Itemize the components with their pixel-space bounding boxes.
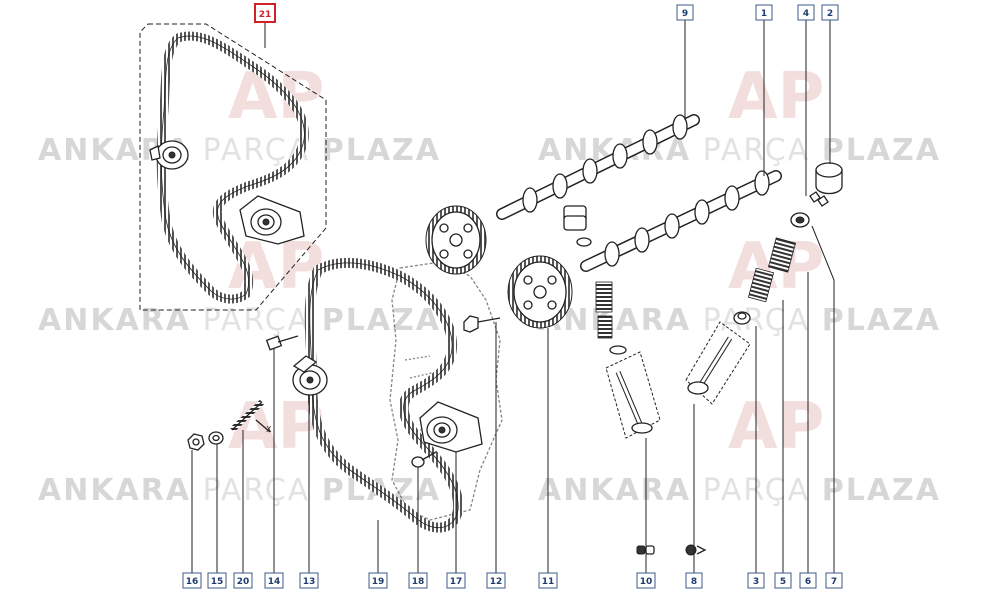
svg-text:19: 19: [372, 577, 385, 587]
svg-text:12: 12: [490, 577, 503, 587]
valve-collets: [809, 191, 829, 207]
part-label-19[interactable]: 19: [368, 572, 388, 589]
svg-text:1: 1: [761, 9, 767, 19]
dimension-x-label: X: [266, 425, 272, 434]
part-label-10[interactable]: 10: [636, 572, 656, 589]
idler-bolt: [411, 451, 437, 468]
part-label-18[interactable]: 18: [408, 572, 428, 589]
timing-belt-outline: [309, 262, 459, 529]
svg-text:16: 16: [186, 577, 199, 587]
leader-lines: [191, 20, 835, 573]
valve-stem-seal: [733, 311, 751, 325]
part-label-11[interactable]: 11: [538, 572, 558, 589]
svg-text:10: 10: [640, 577, 653, 587]
svg-text:2: 2: [827, 9, 833, 19]
nut: [187, 433, 205, 451]
svg-text:14: 14: [268, 577, 281, 587]
watermark-logo-text: AP: [228, 60, 324, 134]
svg-text:17: 17: [450, 577, 463, 587]
part-label-1[interactable]: 1: [755, 4, 773, 21]
part-label-17[interactable]: 17: [446, 572, 466, 589]
collet-symbol-8: [685, 544, 707, 556]
camshaft-sprocket: [507, 255, 573, 329]
part-label-6[interactable]: 6: [799, 572, 817, 589]
part-label-21[interactable]: 21: [254, 3, 276, 23]
svg-text:11: 11: [542, 577, 555, 587]
intake-valve-group: [685, 321, 751, 405]
part-label-4[interactable]: 4: [797, 4, 815, 21]
kit-idler-pulley: [239, 195, 305, 245]
svg-text:15: 15: [211, 577, 224, 587]
tensioner-pulley: [292, 355, 328, 396]
watermark-logo-text: AP: [728, 60, 824, 134]
svg-text:13: 13: [303, 577, 316, 587]
kit-tensioner-pulley: [149, 140, 189, 170]
watermark-text: ANKARA PARÇA PLAZA: [38, 473, 441, 508]
part-label-20[interactable]: 20: [233, 572, 253, 589]
timing-kit-outline: [139, 23, 327, 311]
watermark-text: ANKARA PARÇA PLAZA: [538, 473, 941, 508]
collet-symbol-10: [636, 545, 655, 555]
svg-text:21: 21: [259, 10, 272, 20]
spring-retainer: [790, 212, 810, 228]
watermark-logo-text: AP: [728, 390, 824, 464]
svg-text:6: 6: [805, 577, 811, 587]
outer-valve-spring: [767, 237, 797, 273]
washer: [208, 431, 224, 445]
svg-text:3: 3: [753, 577, 759, 587]
svg-text:20: 20: [237, 577, 250, 587]
idler-pulley: [419, 401, 483, 453]
upper-camshaft-sprocket: [425, 205, 487, 275]
part-label-15[interactable]: 15: [207, 572, 227, 589]
kit-belt-outline: [160, 35, 305, 300]
watermark-text: ANKARA PARÇA PLAZA: [38, 303, 441, 338]
part-label-13[interactable]: 13: [299, 572, 319, 589]
sprocket-bolt: [463, 315, 501, 333]
svg-text:4: 4: [803, 9, 809, 19]
intake-camshaft: [580, 170, 782, 272]
valve-spring-stack: [595, 281, 627, 355]
tensioner-bolt: [265, 335, 299, 351]
svg-text:8: 8: [691, 577, 697, 587]
part-label-7[interactable]: 7: [825, 572, 843, 589]
part-label-14[interactable]: 14: [264, 572, 284, 589]
part-label-8[interactable]: 8: [685, 572, 703, 589]
exhaust-valve-group: [605, 351, 661, 439]
svg-text:7: 7: [831, 577, 837, 587]
part-label-5[interactable]: 5: [774, 572, 792, 589]
hydraulic-tappet: [563, 205, 592, 247]
inner-valve-spring: [747, 267, 775, 303]
exhaust-camshaft: [496, 114, 700, 220]
watermark-text: ANKARA PARÇA PLAZA: [38, 133, 441, 168]
svg-text:5: 5: [780, 577, 786, 587]
svg-text:18: 18: [412, 577, 425, 587]
part-label-3[interactable]: 3: [747, 572, 765, 589]
watermark-group: AP AP AP AP AP AP ANKARA PARÇA PLAZA ANK…: [38, 60, 941, 508]
part-label-2[interactable]: 2: [821, 4, 839, 21]
part-label-12[interactable]: 12: [486, 572, 506, 589]
part-label-16[interactable]: 16: [182, 572, 202, 589]
stud: X: [229, 399, 272, 434]
svg-text:9: 9: [682, 9, 688, 19]
part-label-9[interactable]: 9: [676, 4, 694, 21]
part-labels: 21 9 1 4 2 16 15 20: [182, 3, 843, 589]
tappet-bucket: [815, 162, 843, 195]
